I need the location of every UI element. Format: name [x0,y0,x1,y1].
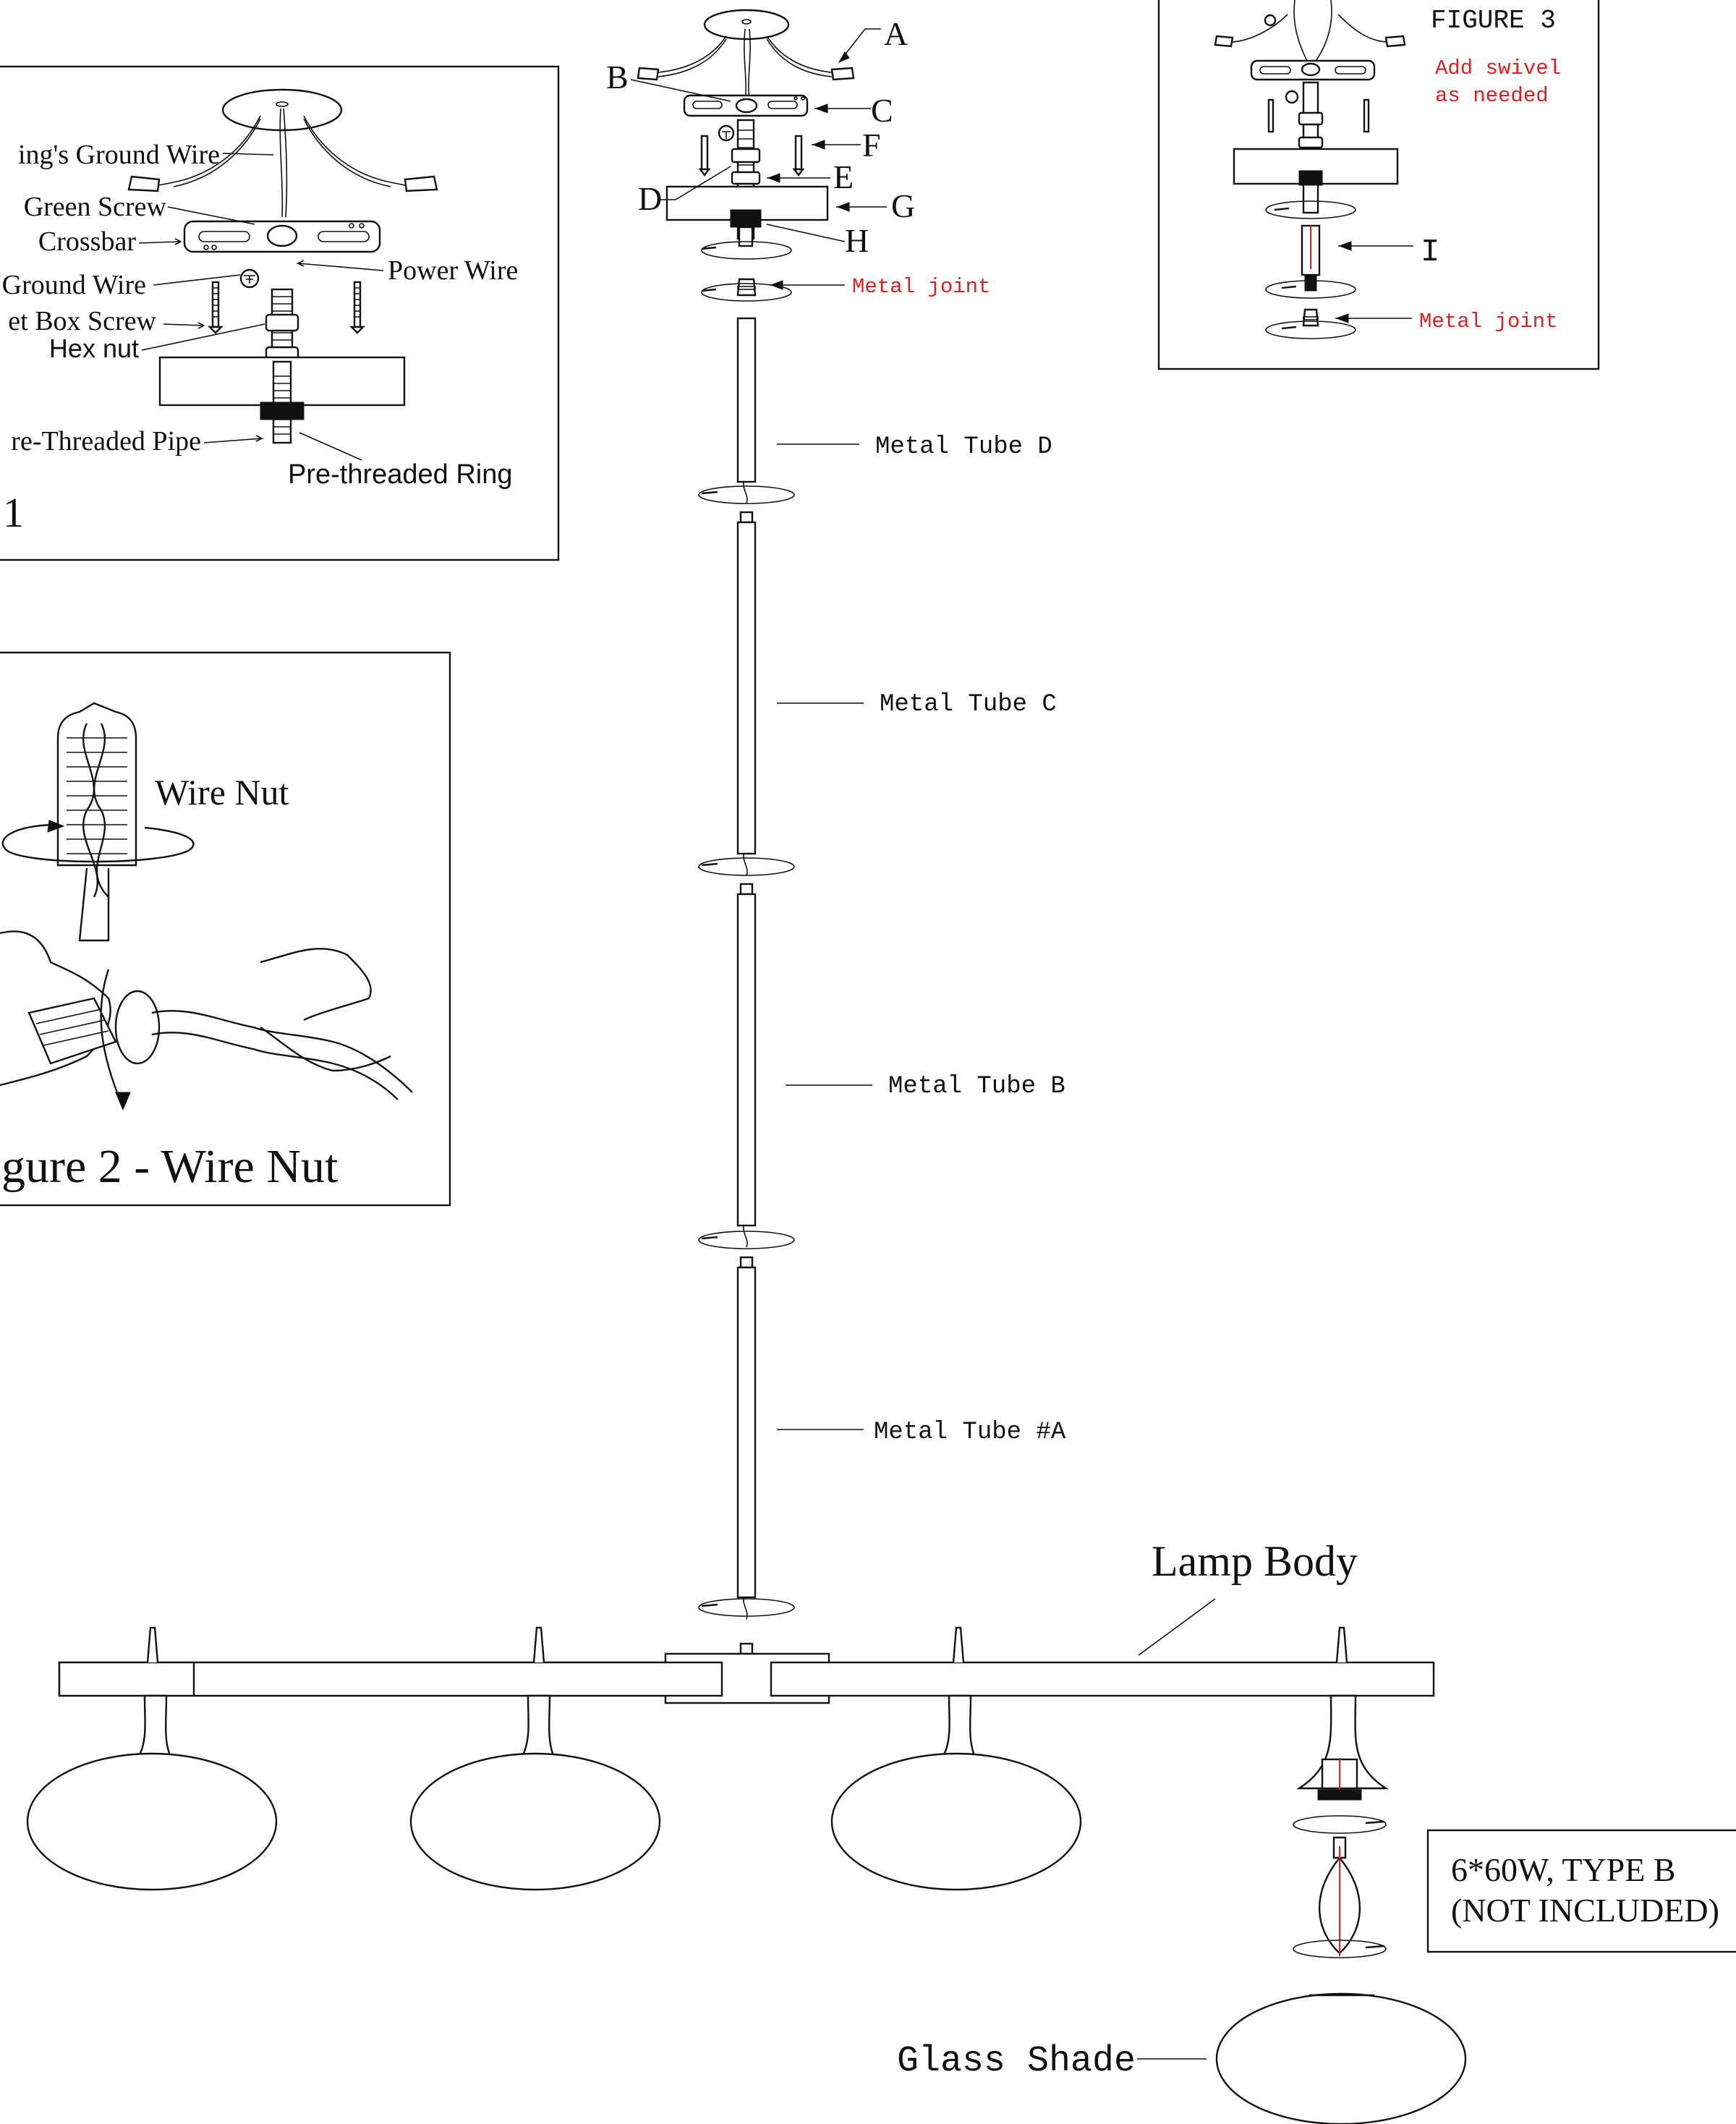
figure-3-inset: FIGURE 3 Add swivel as needed I Metal jo… [1157,0,1600,370]
swivel-note-line1: Add swivel [1435,56,1561,80]
outlet-box-screw-label: et Box Screw [8,306,156,336]
glass-shade-label: Glass Shade [897,2041,1136,2082]
tube-c-label: Metal Tube C [880,691,1057,718]
wire-nut-icon [56,702,137,867]
figure-2-inset: Wire Nut gure 2 - Wire Nut [0,651,451,1207]
tube-b-label: Metal Tube B [888,1073,1065,1100]
fixture-ground-wire-label: ing's Ground Wire [18,140,220,170]
ground-wire-label: Ground Wire [2,270,146,300]
glass-shade-detached [1215,1992,1467,2124]
glass-shade-3 [830,1752,1082,1891]
main-assembly: A B C D E F G H Metal joint Metal Tube D… [26,9,1736,2124]
pre-threaded-ring-label: Pre-threaded Ring [288,459,513,490]
bulb-spec-line1: 6*60W, TYPE B [1451,1851,1676,1888]
lamp-body-label: Lamp Body [1152,1537,1358,1585]
pre-threaded-pipe-label: re-Threaded Pipe [11,426,201,456]
power-wire-label: Power Wire [388,255,518,286]
part-d-label: D [638,180,662,217]
glass-shade-2 [409,1752,661,1891]
crossbar-label: Crossbar [38,226,136,257]
tube-d-label: Metal Tube D [875,433,1052,461]
part-c-label: C [871,92,893,129]
figure-1-inset: ing's Ground Wire Green Screw Crossbar G… [0,65,560,561]
part-a-label: A [884,15,908,52]
metal-joint-label: Metal joint [852,275,990,299]
socket-cup [1295,1694,1390,1790]
figure-1-number: 1 [3,489,24,536]
swivel-note-line2: as needed [1435,84,1549,108]
part-g-label: G [891,187,915,224]
part-f-label: F [862,127,881,163]
bulb-spec-line2: (NOT INCLUDED) [1451,1892,1719,1929]
part-i-label: I [1421,234,1439,271]
part-e-label: E [833,158,854,195]
lamp-body-right-arm [770,1661,1435,1697]
part-h-label: H [845,222,869,259]
figure-3-metal-joint-label: Metal joint [1419,310,1557,334]
figure-2-caption: gure 2 - Wire Nut [1,1140,338,1193]
figure-3-title: FIGURE 3 [1431,6,1556,35]
tube-a-label: Metal Tube #A [874,1419,1066,1446]
green-screw-label: Green Screw [24,192,167,222]
hex-nut-label: Hex nut [49,334,139,363]
glass-shade-1 [26,1752,278,1891]
wire-nut-label: Wire Nut [155,772,289,812]
part-b-label: B [606,59,629,95]
